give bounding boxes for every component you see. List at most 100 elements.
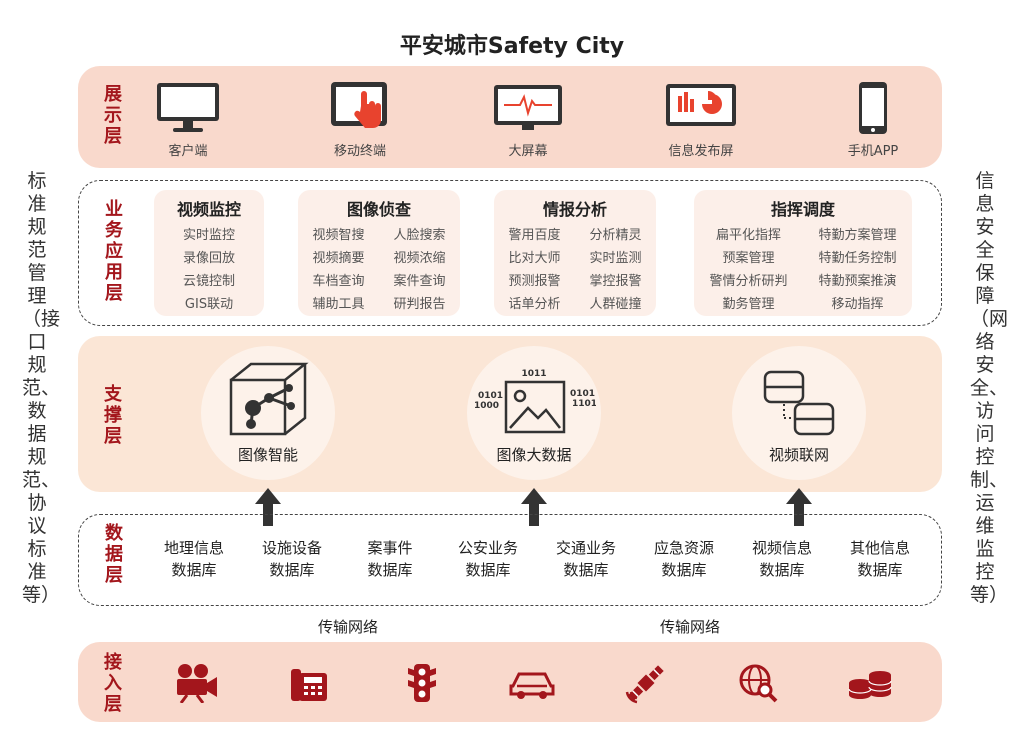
binary-text: 1011 xyxy=(521,369,546,379)
biz-function: 特勤预案推演 xyxy=(818,274,897,289)
security-side-label: 信息安全保障（网络安全、访问控制、运维监控等） xyxy=(970,170,1009,606)
biz-function: 视频摘要 xyxy=(312,251,365,266)
network-label: 传输网络 xyxy=(660,618,721,636)
support-item-label: 视频联网 xyxy=(768,446,829,464)
support-item-video-network: 视频联网 xyxy=(732,346,866,480)
display-item-big-screen: 大屏幕 xyxy=(473,80,583,159)
traffic-light-icon xyxy=(398,662,446,704)
database-suffix: 数据库 xyxy=(759,561,805,579)
display-layer-label: 展示层 xyxy=(104,84,122,147)
image-intelligence-cube-icon xyxy=(201,346,335,438)
database-item: 设施设备 数据库 xyxy=(247,537,337,581)
biz-group-video-surveillance: 视频监控 实时监控 录像回放 云镜控制 GIS联动 xyxy=(154,190,264,316)
satellite-icon xyxy=(622,662,670,704)
page-title: 平安城市Safety City xyxy=(399,34,625,59)
biz-function: GIS联动 xyxy=(184,297,234,312)
database-suffix: 数据库 xyxy=(465,561,511,579)
biz-function: 分析精灵 xyxy=(589,228,642,243)
database-suffix: 数据库 xyxy=(661,561,707,579)
display-item-label: 手机APP xyxy=(847,144,899,159)
biz-function: 案件查询 xyxy=(393,274,446,289)
large-screen-icon xyxy=(473,80,583,136)
database-suffix: 数据库 xyxy=(563,561,609,579)
access-layer-label: 接入层 xyxy=(104,652,122,715)
info-publish-screen-icon xyxy=(646,80,756,136)
database-suffix: 数据库 xyxy=(857,561,903,579)
support-item-image-intelligence: 图像智能 xyxy=(201,346,335,480)
binary-text: 1000 xyxy=(474,401,499,411)
biz-function: 实时监测 xyxy=(589,251,642,266)
biz-group-title: 视频监控 xyxy=(176,200,241,219)
data-layer: 数据层 地理信息 数据库 设施设备 数据库 案事件 数据库 公安业务 数据库 交… xyxy=(78,514,942,606)
telephone-icon xyxy=(285,662,333,704)
database-name: 其他信息 xyxy=(849,539,910,557)
biz-function: 预案管理 xyxy=(722,251,775,266)
database-name: 交通业务 xyxy=(555,539,616,557)
display-item-info-screen: 信息发布屏 xyxy=(646,80,756,159)
biz-function: 视频智搜 xyxy=(312,228,365,243)
biz-group-title: 指挥调度 xyxy=(770,200,835,219)
biz-function: 辅助工具 xyxy=(312,297,365,312)
display-item-label: 信息发布屏 xyxy=(668,144,734,159)
database-name: 应急资源 xyxy=(653,539,714,557)
standards-side-label: 标准规范管理（接口规范、数据规范、协议标准等） xyxy=(22,170,61,606)
biz-function: 车档查询 xyxy=(312,274,365,289)
biz-group-image-investigation: 图像侦查 视频智搜 人脸搜索 视频摘要 视频浓缩 车档查询 案件查询 辅助工具 … xyxy=(298,190,460,316)
binary-text: 0101 xyxy=(570,389,595,399)
database-name: 公安业务 xyxy=(457,539,518,557)
database-item: 地理信息 数据库 xyxy=(149,537,239,581)
coins-stack-icon xyxy=(846,662,894,704)
biz-function: 视频浓缩 xyxy=(393,251,446,266)
biz-function: 警情分析研判 xyxy=(709,274,788,289)
biz-group-intelligence-analysis: 情报分析 警用百度 分析精灵 比对大师 实时监测 预测报警 掌控报警 话单分析 … xyxy=(494,190,656,316)
display-item-label: 移动终端 xyxy=(333,144,386,159)
car-icon xyxy=(508,662,556,704)
database-item: 案事件 数据库 xyxy=(345,537,435,581)
biz-function: 话单分析 xyxy=(508,297,561,312)
biz-group-title: 情报分析 xyxy=(542,200,607,219)
database-name: 视频信息 xyxy=(751,539,812,557)
up-arrow-icon xyxy=(786,488,812,526)
up-arrow-icon xyxy=(521,488,547,526)
support-item-label: 图像智能 xyxy=(237,446,298,464)
image-big-data-icon: 1011 0101 1000 0101 1101 xyxy=(467,346,601,438)
support-item-label: 图像大数据 xyxy=(496,446,572,464)
business-layer-label: 业务应用层 xyxy=(105,199,123,304)
tablet-touch-icon xyxy=(305,80,415,136)
biz-function: 研判报告 xyxy=(393,297,446,312)
database-suffix: 数据库 xyxy=(269,561,315,579)
database-name: 案事件 xyxy=(367,539,413,557)
biz-function: 比对大师 xyxy=(508,251,561,266)
biz-function: 人群碰撞 xyxy=(589,297,642,312)
binary-text: 1101 xyxy=(572,399,596,409)
database-name: 地理信息 xyxy=(163,539,224,557)
biz-function: 掌控报警 xyxy=(589,274,642,289)
biz-function: 勤务管理 xyxy=(722,297,775,312)
display-item-mobile-app: 手机APP xyxy=(818,80,928,159)
biz-function: 特勤方案管理 xyxy=(818,228,897,243)
binary-text: 0101 xyxy=(478,391,503,401)
biz-function: 预测报警 xyxy=(508,274,561,289)
mobile-phone-icon xyxy=(818,80,928,136)
biz-function: 移动指挥 xyxy=(831,297,884,312)
database-item: 公安业务 数据库 xyxy=(443,537,533,581)
display-item-client: 客户端 xyxy=(133,80,243,159)
video-network-icon xyxy=(732,346,866,438)
globe-search-icon xyxy=(734,662,782,704)
database-item: 交通业务 数据库 xyxy=(541,537,631,581)
up-arrow-icon xyxy=(255,488,281,526)
support-layer-label: 支撑层 xyxy=(104,384,122,447)
biz-function: 录像回放 xyxy=(182,251,235,266)
database-item: 应急资源 数据库 xyxy=(639,537,729,581)
database-item: 视频信息 数据库 xyxy=(737,537,827,581)
database-suffix: 数据库 xyxy=(367,561,413,579)
network-label: 传输网络 xyxy=(318,618,379,636)
database-item: 其他信息 数据库 xyxy=(835,537,925,581)
database-suffix: 数据库 xyxy=(171,561,217,579)
database-name: 设施设备 xyxy=(261,539,322,557)
display-item-label: 客户端 xyxy=(168,144,208,159)
display-item-mobile-terminal: 移动终端 xyxy=(305,80,415,159)
biz-function: 人脸搜索 xyxy=(393,228,446,243)
data-layer-label: 数据层 xyxy=(105,523,123,586)
biz-group-command-dispatch: 指挥调度 扁平化指挥 特勤方案管理 预案管理 特勤任务控制 警情分析研判 特勤预… xyxy=(694,190,912,316)
